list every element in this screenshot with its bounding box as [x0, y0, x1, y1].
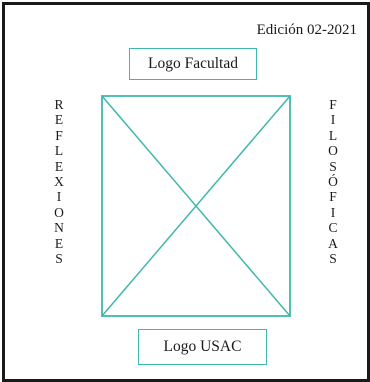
- vertical-letter: E: [54, 112, 64, 128]
- vertical-letter: O: [328, 143, 338, 159]
- vertical-letter: I: [330, 204, 336, 220]
- logo-facultad-placeholder: Logo Facultad: [129, 48, 257, 80]
- vertical-letter: F: [329, 189, 337, 205]
- vertical-letter: R: [54, 97, 64, 112]
- vertical-letter: A: [328, 235, 338, 251]
- vertical-letter: E: [54, 235, 64, 251]
- vertical-letter: C: [328, 220, 338, 236]
- vertical-letter: N: [54, 220, 64, 236]
- vertical-letter: S: [329, 158, 337, 174]
- vertical-letter: F: [329, 97, 337, 112]
- vertical-letter: S: [329, 251, 337, 267]
- logo-facultad-label: Logo Facultad: [148, 55, 238, 72]
- vertical-letter: S: [55, 251, 63, 267]
- vertical-letter: L: [54, 143, 64, 159]
- vertical-letter: E: [54, 158, 64, 174]
- vertical-letter: O: [54, 204, 64, 220]
- vertical-letter: Ó: [328, 174, 338, 190]
- vertical-letter: I: [330, 112, 336, 128]
- logo-usac-label: Logo USAC: [163, 338, 242, 355]
- image-placeholder-icon: [101, 95, 291, 317]
- vertical-letter: F: [55, 127, 63, 143]
- vertical-word-filosoficas: F I L O S Ó F I C A S: [325, 97, 341, 266]
- logo-usac-placeholder: Logo USAC: [138, 329, 267, 365]
- vertical-letter: X: [54, 174, 64, 190]
- vertical-letter: I: [56, 189, 62, 205]
- edition-label: Edición 02-2021: [256, 22, 357, 38]
- vertical-letter: L: [328, 127, 338, 143]
- image-frame-border: [101, 95, 291, 317]
- image-diagonal-2: [101, 95, 291, 317]
- vertical-word-reflexiones: R E F L E X I O N E S: [51, 97, 67, 266]
